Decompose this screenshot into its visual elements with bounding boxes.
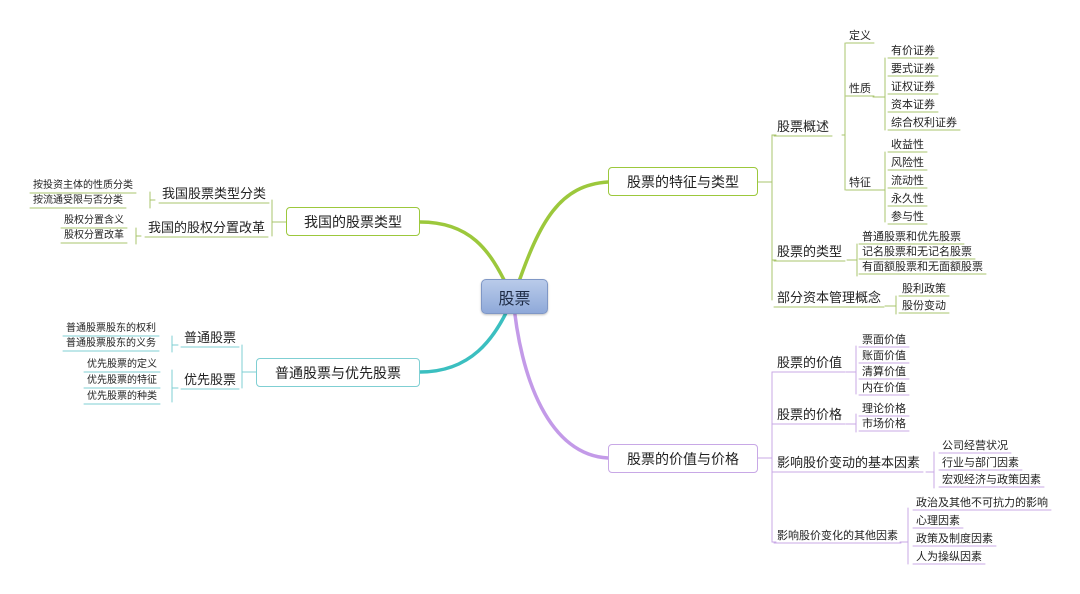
basic-factor-item[interactable]: 公司经营状况 [942,439,1008,452]
branch-china-node[interactable]: 我国的股票类型 [286,207,420,236]
ordinary-item[interactable]: 普通股票股东的义务 [66,338,156,349]
overview-definition[interactable]: 定义 [849,29,871,42]
nature-item[interactable]: 要式证券 [891,62,935,75]
preferred-item[interactable]: 优先股票的特征 [87,375,157,386]
stock-type-item[interactable]: 有面额股票和无面额股票 [862,260,983,273]
value-item[interactable]: 清算价值 [862,365,906,378]
value-item[interactable]: 账面价值 [862,349,906,362]
other-factor-item[interactable]: 人为操纵因素 [916,550,982,563]
subtopic-stock-types[interactable]: 股票的类型 [777,245,843,260]
connector-lines [29,42,1052,565]
trait-item[interactable]: 参与性 [891,210,924,223]
subtopic-basic-factors[interactable]: 影响股价变动的基本因素 [777,456,921,471]
subtopic-overview[interactable]: 股票概述 [777,120,830,135]
stock-type-item[interactable]: 普通股票和优先股票 [862,230,961,243]
branch-value-node[interactable]: 股票的价值与价格 [608,444,758,473]
trait-item[interactable]: 永久性 [891,192,924,205]
ordinary-item[interactable]: 普通股票股东的权利 [66,323,156,334]
trait-item[interactable]: 风险性 [891,156,924,169]
branch-curve-china [418,220,510,290]
subtopic-china-reform[interactable]: 我国的股权分置改革 [148,221,266,236]
preferred-item[interactable]: 优先股票的种类 [87,391,157,402]
branch-common-node[interactable]: 普通股票与优先股票 [256,358,420,387]
branch-features-node[interactable]: 股票的特征与类型 [608,167,758,196]
other-factor-item[interactable]: 心理因素 [916,514,960,527]
overview-nature[interactable]: 性质 [849,82,871,95]
subtopic-other-factors[interactable]: 影响股价变化的其他因素 [777,529,898,542]
stock-type-item[interactable]: 记名股票和无记名股票 [862,245,972,258]
price-item[interactable]: 理论价格 [862,402,906,415]
preferred-item[interactable]: 优先股票的定义 [87,359,157,370]
capital-item[interactable]: 股利政策 [902,282,946,295]
basic-factor-item[interactable]: 行业与部门因素 [942,456,1019,469]
nature-item[interactable]: 有价证券 [891,44,935,57]
value-item[interactable]: 内在价值 [862,381,906,394]
china-reform-item[interactable]: 股权分置含义 [64,215,124,226]
subtopic-capital-concepts[interactable]: 部分资本管理概念 [777,291,882,306]
china-classify-item[interactable]: 按投资主体的性质分类 [33,180,133,191]
root-node[interactable]: 股票 [481,279,548,314]
subtopic-stock-price[interactable]: 股票的价格 [777,408,843,423]
subtopic-stock-value[interactable]: 股票的价值 [777,356,843,371]
trait-item[interactable]: 流动性 [891,174,924,187]
value-item[interactable]: 票面价值 [862,333,906,346]
branch-curve-value [511,294,610,460]
china-classify-item[interactable]: 按流通受限与否分类 [33,195,123,206]
overview-traits[interactable]: 特征 [849,176,871,189]
nature-item[interactable]: 证权证券 [891,80,935,93]
price-item[interactable]: 市场价格 [862,417,906,430]
subtopic-ordinary[interactable]: 普通股票 [184,331,237,346]
branch-curve-features [514,180,610,292]
subtopic-china-classify[interactable]: 我国股票类型分类 [162,187,267,202]
basic-factor-item[interactable]: 宏观经济与政策因素 [942,473,1041,486]
other-factor-item[interactable]: 政策及制度因素 [916,532,993,545]
nature-item[interactable]: 资本证券 [891,98,935,111]
nature-item[interactable]: 综合权利证券 [891,116,957,129]
china-reform-item[interactable]: 股权分置改革 [64,230,124,241]
capital-item[interactable]: 股份变动 [902,299,946,312]
subtopic-preferred[interactable]: 优先股票 [184,373,237,388]
other-factor-item[interactable]: 政治及其他不可抗力的影响 [916,496,1048,509]
trait-item[interactable]: 收益性 [891,138,924,151]
